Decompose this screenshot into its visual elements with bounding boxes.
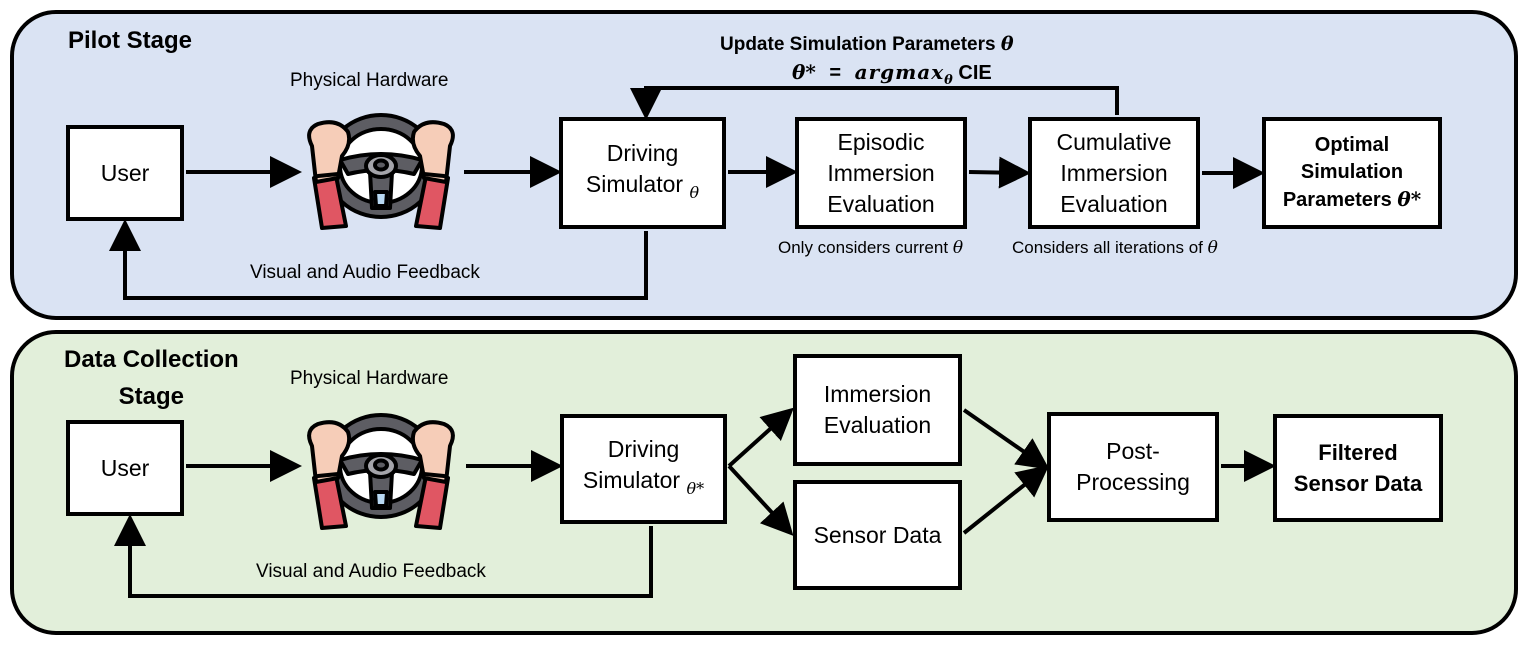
collection-stage-panel: [10, 330, 1518, 635]
immersion-evaluation-label: Immersion Evaluation: [823, 381, 932, 438]
arrow-update-parameters-loop: [630, 86, 1119, 120]
optimal-theta-star: θ*: [1397, 187, 1422, 211]
collection-feedback-label: Visual and Audio Feedback: [256, 561, 486, 582]
steering-wheel-hands-icon: [307, 413, 455, 530]
arrow-pilot-feedback-loop: [109, 219, 648, 300]
post-processing-label: Post- Processing: [1076, 438, 1190, 495]
sensor-data-label: Sensor Data: [813, 521, 942, 548]
arrow-simulator-to-immersion: [727, 407, 794, 468]
collection-user-box: User: [66, 420, 184, 516]
pilot-stage-title: Pilot Stage: [68, 27, 193, 54]
arrow-collection-feedback-loop: [114, 514, 653, 598]
update-parameters-label: Update Simulation Parameters θ: [720, 33, 1014, 55]
collection-simulator-label: Driving Simulator: [582, 436, 681, 493]
episodic-evaluation-box: Episodic Immersion Evaluation: [795, 117, 967, 229]
episodic-note: Only considers current θ: [778, 238, 964, 258]
steering-wheel-hands-icon: [307, 113, 455, 230]
formula-equals: =: [829, 62, 842, 84]
argmax-formula: θ* = argmaxθ CIE: [792, 60, 992, 88]
arrow-sensor-to-post: [962, 465, 1050, 535]
cumulative-note-theta: θ: [1207, 238, 1218, 258]
post-processing-box: Post- Processing: [1047, 412, 1219, 522]
update-theta: θ: [1000, 33, 1014, 55]
cumulative-evaluation-label: Cumulative Immersion Evaluation: [1056, 128, 1172, 217]
pilot-simulator-box: Driving Simulator θ: [559, 117, 726, 229]
arrow-episodic-to-cumulative: [968, 156, 1031, 189]
filtered-sensor-data-label: Filtered Sensor Data: [1293, 440, 1423, 496]
filtered-sensor-data-box: Filtered Sensor Data: [1273, 414, 1443, 522]
cumulative-evaluation-box: Cumulative Immersion Evaluation: [1028, 117, 1200, 229]
formula-argmax-sub: θ: [944, 73, 953, 88]
episodic-evaluation-label: Episodic Immersion Evaluation: [827, 128, 935, 217]
pilot-user-box: User: [66, 125, 184, 221]
formula-argmax: argmax: [854, 60, 945, 84]
pilot-simulator-theta: θ: [689, 183, 700, 202]
cumulative-note: Considers all iterations of θ: [1012, 238, 1218, 258]
optimal-parameters-label: Optimal Simulation Parameters: [1282, 134, 1404, 211]
formula-cie: CIE: [958, 62, 992, 84]
pilot-hardware-label: Physical Hardware: [290, 70, 449, 91]
arrow-immersion-to-post: [962, 408, 1050, 470]
episodic-note-theta: θ: [952, 238, 964, 258]
collection-simulator-theta: θ*: [686, 479, 705, 498]
collection-stage-title: Data Collection Stage: [64, 346, 239, 410]
formula-theta-star: θ*: [792, 60, 816, 84]
sensor-data-box: Sensor Data: [793, 480, 962, 590]
arrow-simulator-to-sensor: [727, 464, 794, 536]
pilot-simulator-label: Driving Simulator: [585, 140, 684, 197]
immersion-evaluation-box: Immersion Evaluation: [793, 354, 962, 466]
pilot-user-label: User: [100, 159, 150, 186]
collection-hardware-label: Physical Hardware: [290, 368, 449, 389]
pilot-feedback-label: Visual and Audio Feedback: [250, 262, 480, 283]
optimal-parameters-box: Optimal Simulation Parameters θ*: [1262, 117, 1442, 229]
collection-user-label: User: [100, 454, 150, 481]
